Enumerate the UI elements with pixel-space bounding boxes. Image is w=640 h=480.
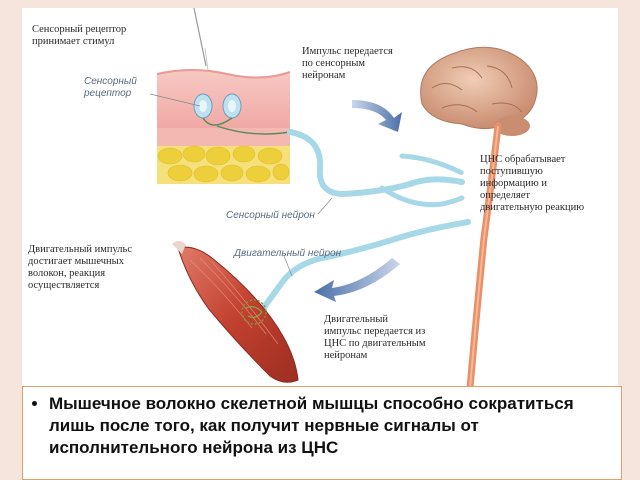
label-sensory-neuron: Сенсорный нейрон — [226, 210, 315, 221]
muscle — [172, 241, 299, 383]
sensory-receptors — [193, 93, 291, 135]
label-sensory-receptor: Сенсорный рецептор — [84, 76, 137, 99]
label-impulse-to-sensory: Импульс передается по сенсорным нейронам — [302, 46, 393, 81]
label-motor-impulse-reaches: Двигательный импульс достигает мышечных … — [28, 244, 132, 291]
label-motor-impulse-from-cns: Двигательный импульс передается из ЦНС п… — [324, 314, 426, 361]
reflex-arc-illustration — [149, 8, 538, 388]
afferent-arrow — [352, 100, 402, 132]
sensory-nerve — [287, 129, 465, 198]
caption-list: Мышечное волокно скелетной мышцы способн… — [23, 393, 621, 459]
stimulus-needle — [193, 8, 207, 67]
skin-section — [156, 69, 291, 184]
brain — [420, 46, 538, 136]
label-cns-processes: ЦНС обрабатывает поступившую информацию … — [480, 154, 585, 213]
efferent-arrow — [314, 258, 400, 302]
diagram-panel: Сенсорный рецептор принимает стимул Сенс… — [22, 8, 618, 388]
label-motor-neuron: Двигательный нейрон — [234, 248, 342, 259]
caption-box: Мышечное волокно скелетной мышцы способн… — [22, 386, 622, 480]
label-receptor-takes-stimulus: Сенсорный рецептор принимает стимул — [32, 24, 127, 47]
caption-text: Мышечное волокно скелетной мышцы способн… — [49, 393, 621, 459]
motor-nerve — [259, 219, 471, 313]
